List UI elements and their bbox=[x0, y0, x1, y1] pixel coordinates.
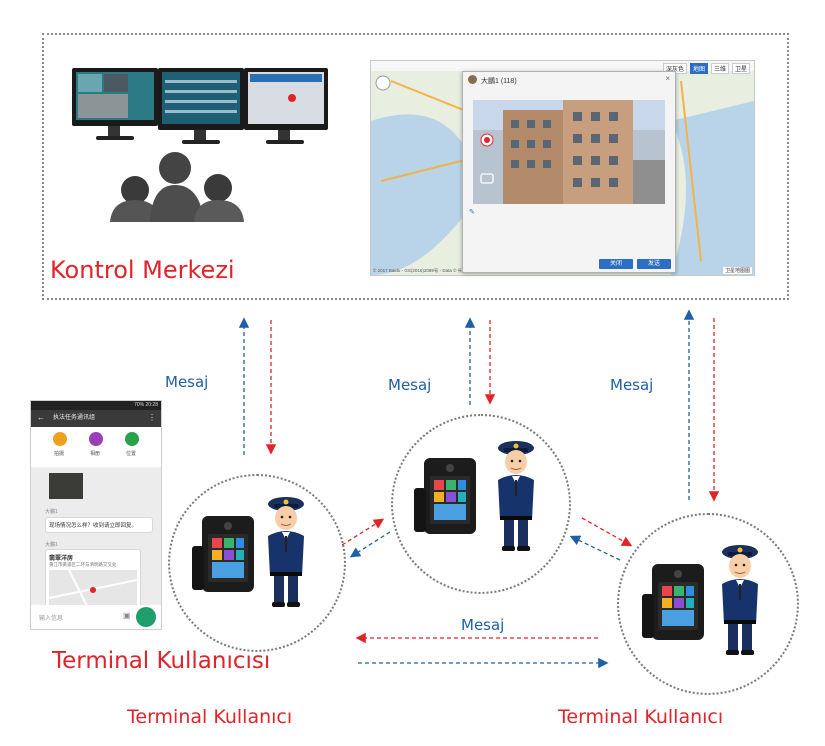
map-footer: © 2017 Baidu - GS(2016)2089号 - Data © 长地… bbox=[373, 268, 476, 273]
arrow-center-to-left bbox=[349, 531, 391, 558]
monitor-center bbox=[158, 68, 244, 144]
dialog-close-button[interactable]: 关闭 bbox=[599, 259, 633, 269]
message-label-left: Mesaj bbox=[165, 373, 209, 391]
monitor-right bbox=[244, 68, 328, 144]
arrow-left-to-center bbox=[341, 518, 385, 546]
icon-label-0: 拍摄 bbox=[54, 451, 65, 457]
dialog-title: 大鵬1 (118) bbox=[481, 78, 517, 85]
message-label-center: Mesaj bbox=[388, 376, 432, 394]
control-center-frame bbox=[42, 33, 789, 300]
camera-icon[interactable] bbox=[53, 432, 67, 446]
video-dialog: 大鵬1 (118) × ✎ 关闭 发送 bbox=[462, 71, 676, 273]
pen-icon[interactable]: ✎ bbox=[469, 209, 475, 216]
map-tab-3[interactable]: 卫星 bbox=[731, 63, 750, 74]
back-arrow-icon[interactable]: ← bbox=[37, 413, 45, 422]
message-label-bottom: Mesaj bbox=[461, 616, 505, 634]
phone-status-bar: 70% 20:28 bbox=[31, 401, 161, 410]
control-center-label: Kontrol Merkezi bbox=[50, 256, 235, 284]
chat-image[interactable] bbox=[49, 473, 83, 499]
operator-center bbox=[150, 152, 204, 222]
icon-label-1: 相册 bbox=[90, 451, 101, 457]
operator-right bbox=[194, 174, 244, 222]
operator-left bbox=[110, 176, 162, 222]
dialog-send-button[interactable]: 发送 bbox=[637, 259, 671, 269]
icon-label-2: 位置 bbox=[126, 451, 137, 457]
location-icon[interactable] bbox=[125, 432, 139, 446]
mic-icon[interactable] bbox=[136, 607, 156, 627]
message-label-right: Mesaj bbox=[610, 376, 654, 394]
chat-sender-1: 大鵬1 bbox=[45, 509, 58, 515]
terminal-user-main-label: Terminal Kullanıcısı bbox=[52, 648, 271, 674]
chat-message-1: 现场情况怎么样？收到请立即回复。 bbox=[45, 517, 153, 533]
map-tabs: 深灰色 地图 三维 卫星 bbox=[662, 63, 750, 74]
location-title: 翡翠洋房 bbox=[49, 556, 74, 562]
close-icon[interactable]: × bbox=[665, 74, 670, 83]
dialog-avatar bbox=[468, 75, 477, 84]
location-address: 黄江市黄浦区二环与清明路交叉处 bbox=[49, 562, 117, 567]
message-input[interactable]: 输入信息 bbox=[39, 616, 64, 622]
phone-action-row: 拍摄 相册 位置 bbox=[31, 427, 161, 467]
video-feed bbox=[473, 100, 665, 204]
monitor-left bbox=[72, 68, 158, 140]
terminal-user-label-right: Terminal Kullanıcı bbox=[558, 706, 724, 728]
chat-sender-2: 大鵬1 bbox=[45, 542, 58, 548]
arrow-right-to-center bbox=[569, 535, 621, 561]
more-icon[interactable]: ⋮ bbox=[148, 413, 156, 422]
album-icon[interactable] bbox=[89, 432, 103, 446]
camera-small-icon[interactable]: ▣ bbox=[123, 611, 131, 620]
arrow-center-to-right bbox=[581, 517, 633, 547]
phone-chat-title: 执法任务通讯组 bbox=[31, 410, 161, 427]
terminal-user-label-left: Terminal Kullanıcı bbox=[127, 706, 293, 728]
chat-location-card[interactable]: 翡翠洋房 黄江市黄浦区二环与清明路交叉处 bbox=[45, 549, 141, 613]
map-tab-1[interactable]: 地图 bbox=[689, 63, 708, 74]
map-tab-2[interactable]: 三维 bbox=[710, 63, 729, 74]
map-corner[interactable]: 卫星地图图 bbox=[722, 267, 752, 274]
location-map bbox=[48, 569, 138, 611]
